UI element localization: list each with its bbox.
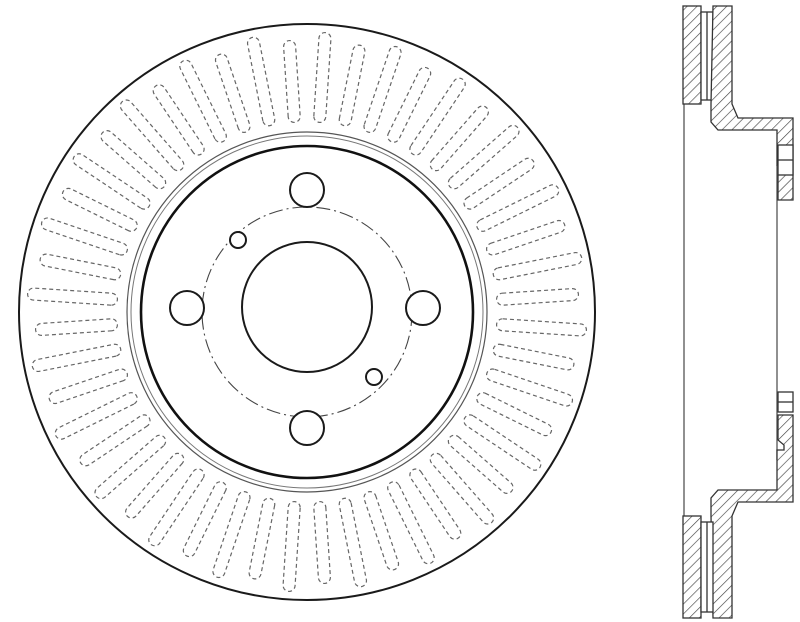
- vent-slot: [387, 481, 435, 565]
- vent-slot: [212, 490, 251, 579]
- vent-slot: [48, 368, 129, 405]
- vent-slot: [492, 343, 575, 371]
- vent-slot: [125, 452, 185, 519]
- vent-slot: [476, 392, 553, 437]
- vent-slot: [214, 53, 251, 134]
- hat-fillet-circle: [130, 135, 484, 489]
- vent-slot: [485, 368, 574, 407]
- vent-slot: [152, 84, 205, 156]
- vent-slot: [100, 130, 167, 190]
- vent-slot: [495, 288, 580, 306]
- vent-slot: [463, 157, 535, 210]
- vent-slot: [34, 318, 119, 336]
- inboard-plate-bottom: [682, 515, 702, 619]
- vent-slot: [31, 343, 122, 373]
- friction-ring-inner-edge: [126, 131, 488, 493]
- vent-slot: [476, 184, 560, 232]
- vent-slot: [179, 59, 227, 143]
- vent-slot: [72, 153, 151, 210]
- vent-slot: [447, 124, 520, 190]
- vent-slot: [485, 219, 566, 256]
- vent-slot: [363, 45, 402, 134]
- locator-hole: [229, 231, 247, 249]
- vent-slot: [79, 414, 151, 467]
- bolt-hole: [289, 172, 325, 208]
- vent-slot: [313, 500, 331, 585]
- rotor-section-view: [682, 5, 794, 619]
- vent-slot: [246, 36, 276, 127]
- bolt-holes: [169, 172, 441, 446]
- vent-slot: [61, 187, 138, 232]
- rotor-front-view: [18, 23, 596, 601]
- vent-slot: [313, 31, 332, 124]
- vent-slot: [248, 497, 276, 580]
- vent-slot: [94, 434, 167, 500]
- outboard-plate-and-hat-bottom: [710, 414, 794, 619]
- vent-slot: [283, 39, 301, 124]
- vent-slot: [387, 66, 432, 143]
- vent-slot: [463, 414, 542, 471]
- vent-slot: [429, 105, 489, 172]
- vent-slot: [447, 434, 514, 494]
- vent-slot: [39, 253, 122, 281]
- bolt-hole: [405, 290, 441, 326]
- vent-slot: [429, 452, 495, 525]
- vent-slot: [409, 468, 462, 540]
- vent-slot: [338, 497, 368, 588]
- vent-slot: [54, 392, 138, 440]
- vent-slot: [119, 99, 185, 172]
- vent-slot: [409, 77, 466, 156]
- vent-slot: [492, 251, 583, 281]
- bolt-hole: [289, 410, 325, 446]
- vent-slot: [182, 481, 227, 558]
- vent-slot: [148, 468, 205, 547]
- vent-slot: [40, 217, 129, 256]
- vent-slot: [26, 287, 119, 306]
- rotor-outer-edge: [18, 23, 596, 601]
- vent-slot: [282, 500, 301, 593]
- locator-hole: [365, 368, 383, 386]
- vent-slot: [338, 44, 366, 127]
- inboard-plate-top: [682, 5, 702, 105]
- center-bore: [241, 241, 373, 373]
- hat-face-circle: [139, 144, 475, 480]
- bolt-hole: [169, 290, 205, 326]
- vent-slot: [495, 318, 588, 337]
- locator-holes: [229, 231, 383, 386]
